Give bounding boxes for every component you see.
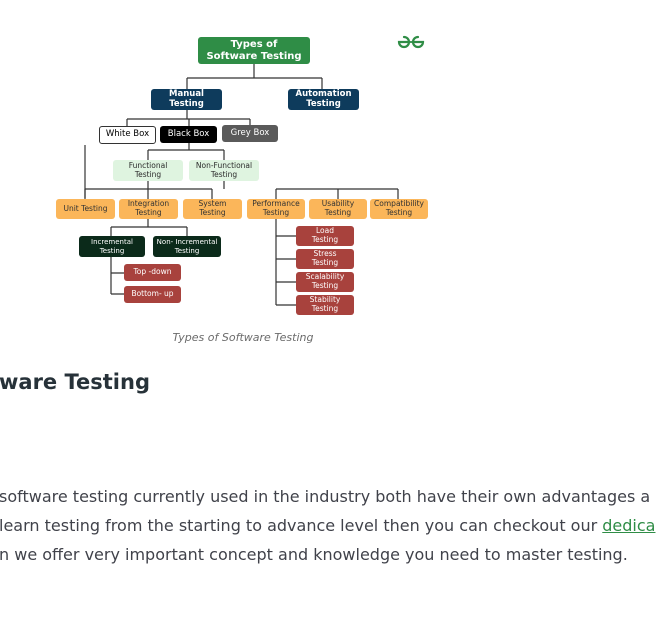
node-stress-testing: Stress Testing bbox=[296, 249, 354, 269]
node-incremental-testing: Incremental Testing bbox=[79, 236, 145, 257]
node-usability-testing: Usability Testing bbox=[309, 199, 367, 219]
software-testing-diagram: Types of Software Testing Manual Testing… bbox=[56, 35, 428, 315]
section-heading: ware Testing bbox=[0, 370, 150, 394]
node-non-functional-testing: Non-Functional Testing bbox=[189, 160, 259, 181]
node-stability-testing: Stability Testing bbox=[296, 295, 354, 315]
node-performance-testing: Performance Testing bbox=[247, 199, 305, 219]
node-manual-testing: Manual Testing bbox=[151, 89, 222, 110]
node-grey-box: Grey Box bbox=[222, 125, 278, 142]
paragraph-line-3: n we offer very important concept and kn… bbox=[0, 545, 628, 564]
node-load-testing: Load Testing bbox=[296, 226, 354, 246]
node-root: Types of Software Testing bbox=[198, 37, 310, 64]
dedicated-course-link[interactable]: dedica bbox=[602, 516, 656, 535]
node-functional-testing: Functional Testing bbox=[113, 160, 183, 181]
node-non-incremental-testing: Non- Incremental Testing bbox=[153, 236, 221, 257]
node-scalability-testing: Scalability Testing bbox=[296, 272, 354, 292]
node-black-box: Black Box bbox=[160, 126, 217, 143]
node-integration-testing: Integration Testing bbox=[119, 199, 178, 219]
diagram-connectors bbox=[84, 63, 399, 306]
node-top-down: Top -down bbox=[124, 264, 181, 281]
paragraph-line-2: learn testing from the starting to advan… bbox=[0, 516, 655, 535]
node-compatibility-testing: Compatibility Testing bbox=[370, 199, 428, 219]
node-unit-testing: Unit Testing bbox=[56, 199, 115, 219]
geeksforgeeks-logo-icon bbox=[397, 35, 425, 49]
node-bottom-up: Bottom- up bbox=[124, 286, 181, 303]
paragraph-line-2-text: learn testing from the starting to advan… bbox=[0, 516, 603, 535]
node-white-box: White Box bbox=[99, 126, 156, 144]
node-system-testing: System Testing bbox=[183, 199, 242, 219]
paragraph-line-1: software testing currently used in the i… bbox=[0, 487, 651, 506]
figure-caption: Types of Software Testing bbox=[172, 331, 314, 344]
node-automation-testing: Automation Testing bbox=[288, 89, 359, 110]
